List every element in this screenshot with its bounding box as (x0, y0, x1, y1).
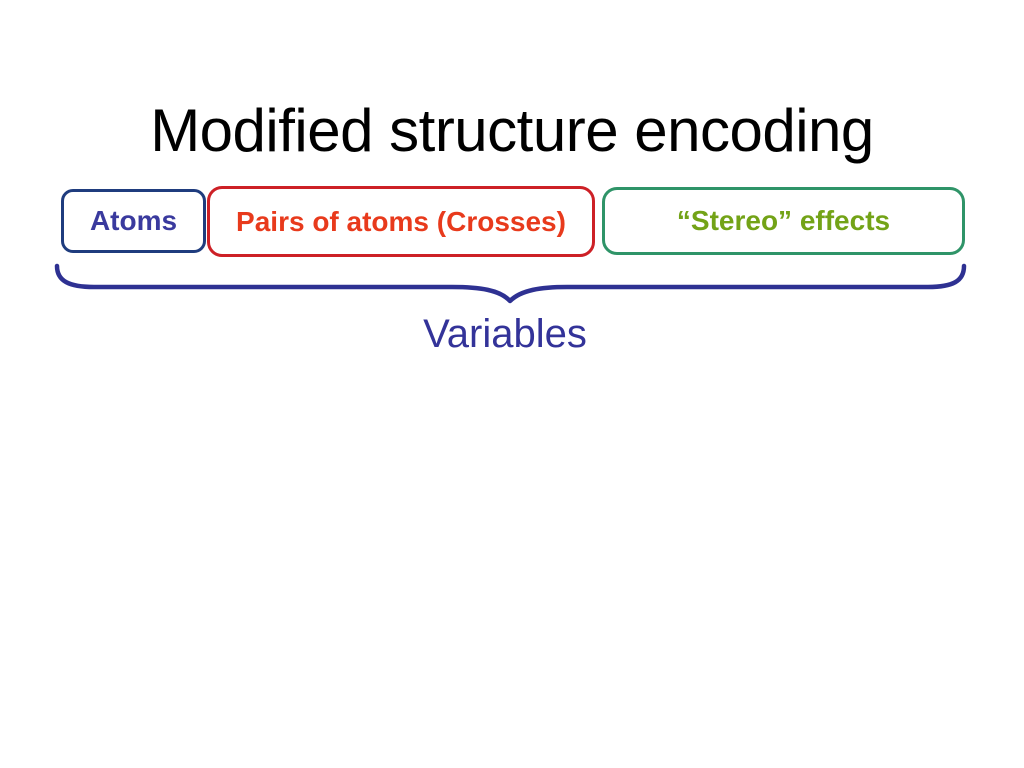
stereo-effects-box: “Stereo” effects (602, 187, 965, 255)
pairs-of-atoms-box-label: Pairs of atoms (Crosses) (236, 205, 566, 237)
atoms-box: Atoms (61, 189, 206, 253)
stereo-effects-box-label: “Stereo” effects (676, 205, 891, 236)
pairs-of-atoms-box: Pairs of atoms (Crosses) (207, 186, 595, 257)
atoms-box-label: Atoms (89, 205, 178, 236)
variables-label: Variables (423, 312, 587, 356)
underbrace-curve (54, 263, 967, 304)
slide-title: Modified structure encoding (150, 97, 874, 165)
